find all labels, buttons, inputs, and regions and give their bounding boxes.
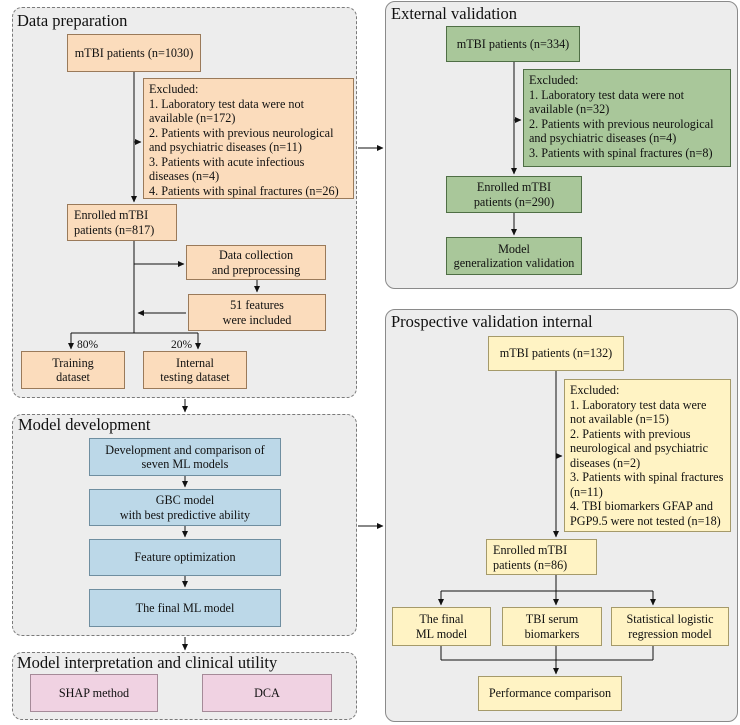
training-line: Training <box>52 355 94 370</box>
enrolled-line: patients (n=817) <box>74 222 155 237</box>
data-preparation-title: Data preparation <box>17 11 128 30</box>
generalization-box: Model generalization validation <box>446 237 582 275</box>
final-ml-model-box: The final ML model <box>89 589 281 627</box>
dca-box: DCA <box>202 674 332 712</box>
enrolled-line: patients (n=86) <box>493 557 568 572</box>
prospective-enrolled-box: Enrolled mTBI patients (n=86) <box>486 539 597 575</box>
dca-label: DCA <box>254 685 280 700</box>
final-model-line: ML model <box>415 626 468 641</box>
excluded-line: Excluded: <box>529 73 579 87</box>
excluded-line: 1. Laboratory test data were not <box>149 96 304 111</box>
performance-comparison-label: Performance comparison <box>488 686 612 701</box>
model-development-title: Model development <box>18 415 151 434</box>
shap-method-label: SHAP method <box>58 685 130 700</box>
enrolled-box: Enrolled mTBI patients (n=817) <box>67 204 177 241</box>
logistic-regression-line: regression model <box>628 626 712 641</box>
feature-optimization-label: Feature optimization <box>134 550 236 565</box>
serum-biomarkers-box: TBI serum biomarkers <box>502 607 602 646</box>
final-model-box: The final ML model <box>392 607 491 646</box>
final-model-line: The final <box>419 612 464 626</box>
prospective-mtbi-box: mTBI patients (n=132) <box>488 336 624 371</box>
excluded-line: neurological and psychiatric <box>570 441 709 455</box>
external-validation-title: External validation <box>391 4 517 23</box>
external-excluded-box: Excluded: 1. Laboratory test data were n… <box>523 69 731 167</box>
prospective-mtbi-label: mTBI patients (n=132) <box>499 346 613 361</box>
train-percent-label: 80% <box>77 339 99 351</box>
data-collection-line: and preprocessing <box>211 262 301 277</box>
excluded-line: 2. Patients with previous neurological <box>149 125 334 140</box>
mtbi-patients-label: mTBI patients (n=1030) <box>74 45 194 60</box>
prospective-validation-title: Prospective validation internal <box>391 312 593 331</box>
external-mtbi-box: mTBI patients (n=334) <box>446 26 580 62</box>
excluded-line: Excluded: <box>570 383 620 397</box>
excluded-line: 3. Patients with spinal fractures (n=8) <box>529 145 713 160</box>
enrolled-line: Enrolled mTBI <box>74 208 149 222</box>
testing-line: Internal <box>176 355 214 370</box>
excluded-line: diseases (n=4) <box>149 169 220 183</box>
training-dataset-box: Training dataset <box>21 351 125 389</box>
data-collection-box: Data collection and preprocessing <box>186 245 326 280</box>
enrolled-line: Enrolled mTBI <box>476 180 552 194</box>
excluded-line: 1. Laboratory test data were <box>570 397 707 412</box>
enrolled-line: Enrolled mTBI <box>493 543 568 557</box>
excluded-line: not available (n=15) <box>570 412 669 426</box>
data-collection-line: Data collection <box>218 248 294 262</box>
feature-optimization-box: Feature optimization <box>89 539 281 576</box>
performance-comparison-box: Performance comparison <box>478 676 622 711</box>
excluded-line: PGP9.5 were not tested (n=18) <box>570 513 721 528</box>
enrolled-line: patients (n=290) <box>473 194 555 209</box>
interpretation-title: Model interpretation and clinical utilit… <box>17 653 278 672</box>
excluded-line: 4. TBI biomarkers GFAP and <box>570 499 713 513</box>
excluded-line: and psychiatric diseases (n=11) <box>149 140 302 154</box>
serum-biomarkers-line: TBI serum <box>525 612 579 626</box>
test-percent-label: 20% <box>171 339 193 351</box>
develop-compare-line: Development and comparison of <box>105 442 265 457</box>
excluded-line: 3. Patients with acute infectious <box>149 154 305 169</box>
excluded-line: (n=11) <box>570 484 603 499</box>
gbc-model-line: GBC model <box>155 493 215 507</box>
excluded-line: available (n=172) <box>149 111 236 125</box>
excluded-box: Excluded: 1. Laboratory test data were n… <box>143 78 354 199</box>
generalization-line: generalization validation <box>453 256 575 270</box>
mtbi-patients-box: mTBI patients (n=1030) <box>67 34 201 72</box>
excluded-line: diseases (n=2) <box>570 455 641 470</box>
features-line: were included <box>222 312 292 327</box>
excluded-line: 2. Patients with previous <box>570 426 691 441</box>
excluded-line: 2. Patients with previous neurological <box>529 116 714 131</box>
develop-compare-box: Development and comparison of seven ML m… <box>89 438 281 476</box>
testing-line: testing dataset <box>160 370 230 384</box>
excluded-line: available (n=32) <box>529 102 610 116</box>
gbc-model-line: with best predictive ability <box>119 507 251 522</box>
prospective-excluded-box: Excluded: 1. Laboratory test data were n… <box>564 379 731 532</box>
external-mtbi-label: mTBI patients (n=334) <box>456 36 570 51</box>
excluded-line: 1. Laboratory test data were not <box>529 87 684 102</box>
shap-method-box: SHAP method <box>30 674 158 712</box>
generalization-line: Model <box>498 241 530 256</box>
external-enrolled-box: Enrolled mTBI patients (n=290) <box>446 176 582 213</box>
features-box: 51 features were included <box>188 294 326 331</box>
gbc-model-box: GBC model with best predictive ability <box>89 489 281 526</box>
serum-biomarkers-line: biomarkers <box>524 626 580 641</box>
develop-compare-line: seven ML models <box>141 457 229 471</box>
excluded-line: 4. Patients with spinal fractures (n=26) <box>149 183 339 198</box>
logistic-regression-box: Statistical logistic regression model <box>611 607 729 646</box>
training-line: dataset <box>56 370 90 384</box>
excluded-line: and psychiatric diseases (n=4) <box>529 131 677 145</box>
excluded-line: 3. Patients with spinal fractures <box>570 470 724 484</box>
excluded-line: Excluded: <box>149 82 199 96</box>
logistic-regression-line: Statistical logistic <box>626 612 714 626</box>
features-line: 51 features <box>230 298 284 312</box>
final-ml-model-label: The final ML model <box>135 600 235 615</box>
internal-testing-box: Internal testing dataset <box>143 351 247 389</box>
